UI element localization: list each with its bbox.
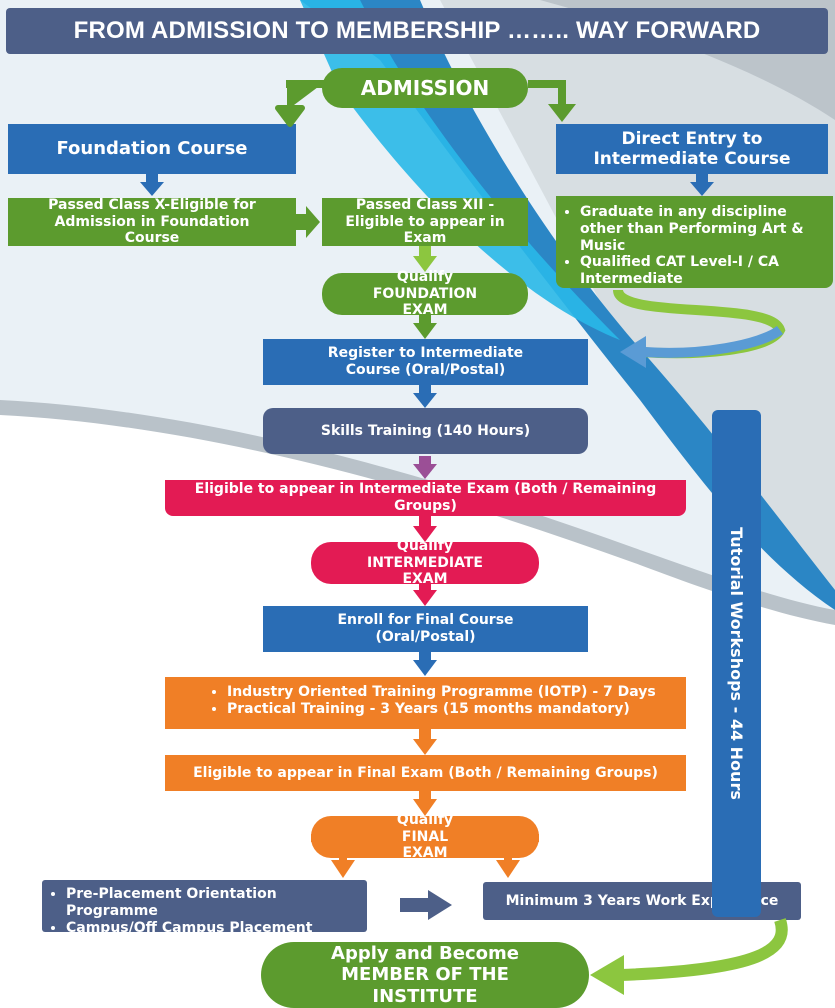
foundation-course-box: Foundation Course <box>8 124 296 174</box>
member-label: Apply and Become MEMBER OF THE INSTITUTE <box>331 942 519 1007</box>
direct-entry-label: Direct Entry to Intermediate Course <box>593 128 791 169</box>
training-item: Practical Training - 3 Years (15 months … <box>227 701 676 718</box>
enroll-final-label: Enroll for Final Course (Oral/Postal) <box>337 612 514 645</box>
direct-entry-box: Direct Entry to Intermediate Course <box>556 124 828 174</box>
eligible-intermediate-box: Eligible to appear in Intermediate Exam … <box>165 480 686 516</box>
page-title: FROM ADMISSION TO MEMBERSHIP …….. WAY FO… <box>6 8 828 54</box>
passed-class-xii-label: Passed Class XII - Eligible to appear in… <box>345 196 505 247</box>
qualify-final-box: Qualify FINAL EXAM <box>311 812 539 861</box>
passed-class-xii-box: Passed Class XII - Eligible to appear in… <box>322 196 528 247</box>
skills-training-label: Skills Training (140 Hours) <box>320 422 531 439</box>
placement-box: Pre-Placement Orientation Programme Camp… <box>42 880 367 936</box>
qualify-final-label: Qualify FINAL EXAM <box>396 811 454 862</box>
work-experience-label: Minimum 3 Years Work Experience <box>505 892 779 909</box>
register-intermediate-label: Register to Intermediate Course (Oral/Po… <box>327 345 524 378</box>
placement-item: Pre-Placement Orientation Programme <box>66 886 363 920</box>
eligible-final-box: Eligible to appear in Final Exam (Both /… <box>165 755 686 791</box>
training-item: Industry Oriented Training Programme (IO… <box>227 684 676 701</box>
admission-box: ADMISSION <box>322 68 528 108</box>
criteria-item: Graduate in any discipline other than Pe… <box>580 204 829 254</box>
skills-training-box: Skills Training (140 Hours) <box>263 408 588 454</box>
qualify-foundation-label: Qualify FOUNDATION EXAM <box>372 268 478 319</box>
passed-class-x-box: Passed Class X-Eligible for Admission in… <box>8 196 296 247</box>
passed-class-x-label: Passed Class X-Eligible for Admission in… <box>48 196 256 247</box>
eligible-intermediate-label: Eligible to appear in Intermediate Exam … <box>194 481 657 514</box>
page-title-text: FROM ADMISSION TO MEMBERSHIP …….. WAY FO… <box>73 17 761 44</box>
tutorial-workshops-box: Tutorial Workshops - 44 Hours <box>712 410 761 917</box>
register-intermediate-box: Register to Intermediate Course (Oral/Po… <box>263 339 588 385</box>
admission-label: ADMISSION <box>360 76 490 100</box>
qualify-intermediate-label: Qualify INTERMEDIATE EXAM <box>366 537 483 588</box>
foundation-course-label: Foundation Course <box>56 138 248 160</box>
tutorial-workshops-label: Tutorial Workshops - 44 Hours <box>727 527 747 800</box>
qualify-intermediate-box: Qualify INTERMEDIATE EXAM <box>311 538 539 587</box>
eligible-final-label: Eligible to appear in Final Exam (Both /… <box>193 764 658 781</box>
enroll-final-box: Enroll for Final Course (Oral/Postal) <box>263 606 588 652</box>
placement-item: Campus/Off Campus Placement <box>66 920 363 937</box>
direct-entry-criteria-box: Graduate in any discipline other than Pe… <box>556 196 833 288</box>
qualify-foundation-box: Qualify FOUNDATION EXAM <box>322 269 528 318</box>
criteria-item: Qualified CAT Level-I / CA Intermediate <box>580 254 829 288</box>
member-box: Apply and Become MEMBER OF THE INSTITUTE <box>261 942 589 1008</box>
training-box: Industry Oriented Training Programme (IO… <box>165 677 686 729</box>
